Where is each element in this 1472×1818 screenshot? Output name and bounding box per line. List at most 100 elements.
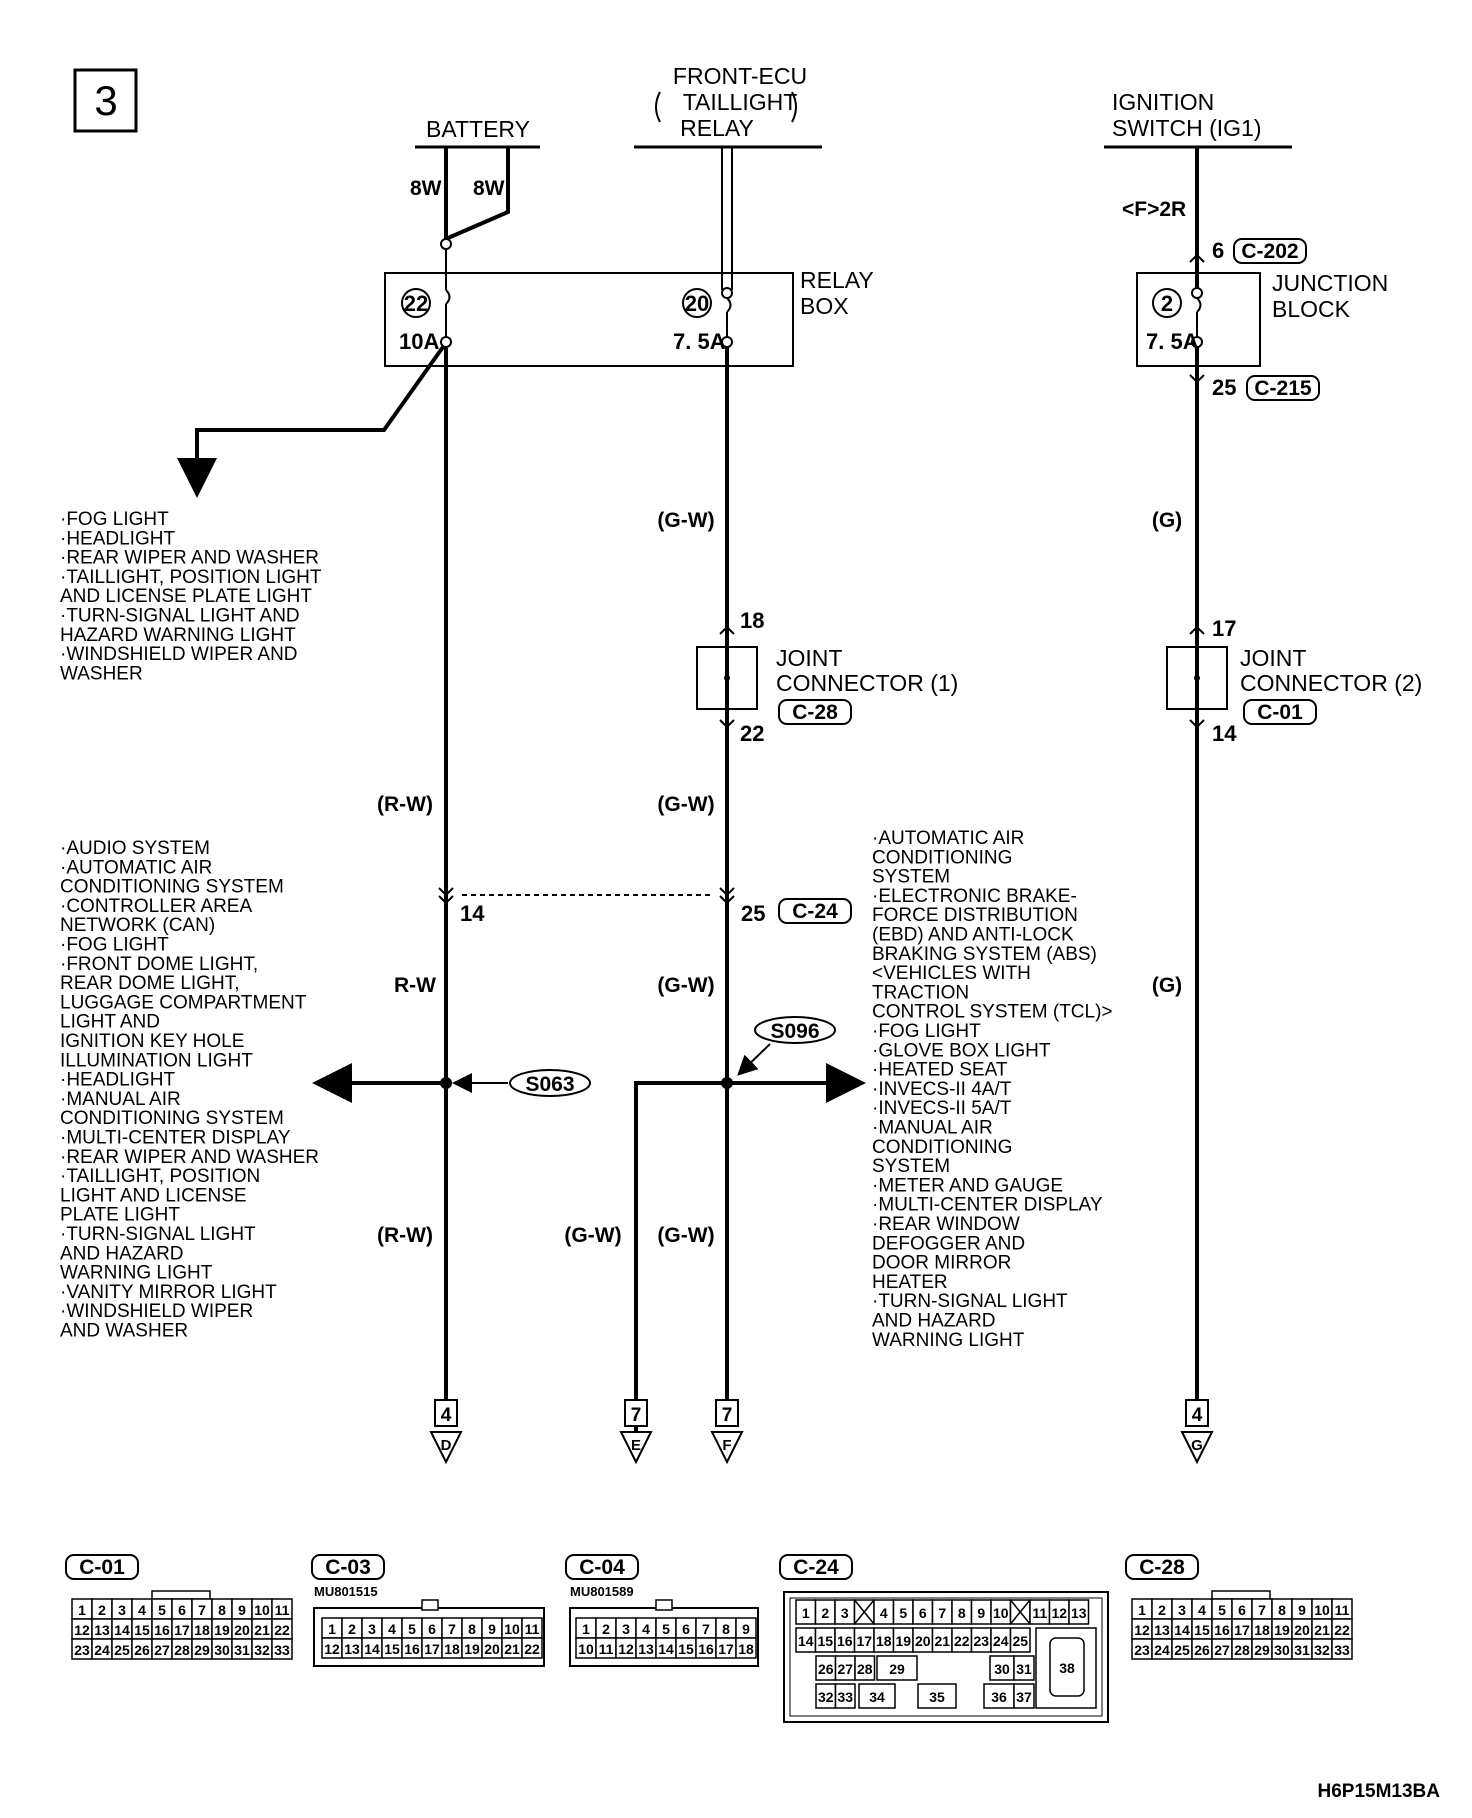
c03-pin: 21 [504,1641,520,1657]
c24-pin: 36 [991,1689,1007,1705]
c28-pin: 22 [1334,1622,1350,1638]
relay-box-title-1: RELAY [800,267,874,293]
c24-pin: 27 [837,1661,853,1677]
left-load-item: ·AUTOMATIC AIR [60,857,212,878]
right-load-item: DEFOGGER AND [872,1233,1025,1254]
c28-pin: 24 [1154,1642,1170,1658]
left-load-item: AND WASHER [60,1321,188,1342]
c28-pin: 11 [1335,1602,1350,1618]
fuse-20: 20 7. 5A [673,147,733,354]
c24-pin: 25 [1012,1633,1028,1649]
c01-pin: 29 [194,1642,210,1658]
left-load-item: ·FOG LIGHT [60,935,169,956]
c04-pin: 14 [658,1641,674,1657]
c24-pin: 15 [817,1633,833,1649]
c01-pin: 6 [178,1602,186,1618]
c28-pin: 29 [1254,1642,1270,1658]
c04-label: C-04 [579,1556,625,1579]
battery-label: BATTERY [426,116,530,142]
right-load-item: <VEHICLES WITH [872,963,1031,984]
right-load-item: SYSTEM [872,867,950,888]
jb-pin-out: 25 [1212,375,1236,400]
left-load-item: WARNING LIGHT [60,1263,213,1284]
fuse-22-rating: 10A [399,329,439,354]
c01-pin: 30 [214,1642,230,1658]
g-code-2: (G) [1152,974,1182,997]
splice-s096: S096 [634,1016,866,1440]
fuse-20-rating: 7. 5A [673,329,726,354]
c04-pin: 11 [599,1641,614,1657]
c03-pin: 3 [368,1621,376,1637]
jc1-title-1: JOINT [776,645,842,671]
right-load-item: CONDITIONING [872,1137,1012,1158]
jc2-pin-out: 14 [1212,721,1237,746]
continuation-e: 7E [619,1399,653,1465]
joint-connector-2: 17 14 JOINT CONNECTOR (2) C-01 [1166,616,1422,746]
c24-pin: 4 [880,1605,888,1621]
c28-pin: 7 [1258,1602,1266,1618]
left-load-item: LIGHT AND LICENSE [60,1185,247,1206]
c24-pin: 7 [938,1605,946,1621]
left-load-item: ·VANITY MIRROR LIGHT [60,1282,277,1303]
c28-pin: 17 [1234,1622,1250,1638]
c04-pin: 1 [582,1621,590,1637]
top-left-load-item: ·REAR WIPER AND WASHER [60,548,319,569]
right-load-item: ·ELECTRONIC BRAKE- [872,886,1077,907]
battery-wire-b [447,147,510,240]
c01-pin: 5 [158,1602,166,1618]
g-code-1: (G) [1152,509,1182,532]
c24-pin: 26 [818,1661,834,1677]
top-left-load-item: ·TAILLIGHT, POSITION LIGHT [60,567,322,588]
right-load-item: ·INVECS-II 5A/T [872,1098,1012,1119]
ignition-source: IGNITION SWITCH (IG1) [1104,89,1292,149]
continuation-g: 4G [1180,1399,1214,1465]
right-load-item: DOOR MIRROR [872,1253,1011,1274]
gw-code-3: (G-W) [657,974,714,997]
c01-pin: 20 [234,1622,250,1638]
right-load-item: AND HAZARD [872,1311,996,1332]
c03-part-number: MU801515 [314,1584,378,1599]
c24-pin: 12 [1051,1605,1067,1621]
right-load-item: ·HEATED SEAT [872,1060,1008,1081]
c01-pin: 23 [74,1642,90,1658]
continuation-number: 7 [631,1405,642,1426]
c03-pin: 22 [524,1641,540,1657]
c04-pin: 12 [618,1641,634,1657]
c01-pin: 9 [238,1602,246,1618]
c03-pin: 11 [525,1621,540,1637]
c03-pin: 10 [504,1621,520,1637]
jc1-pin-in: 18 [740,608,764,633]
c03-pin: 5 [408,1621,416,1637]
fuse-22: 22 10A [399,238,452,354]
jb-conn-in-box [1233,238,1307,264]
c04-pin: 5 [662,1621,670,1637]
c01-pin: 27 [154,1642,170,1658]
c24-pin: 29 [889,1661,905,1677]
jc1-pin-out: 22 [740,721,764,746]
front-ecu-label: FRONT-ECU [673,63,807,89]
jb-feed: <F>2R [1122,198,1186,221]
left-load-item: PLATE LIGHT [60,1205,180,1226]
c04-pin: 4 [642,1621,650,1637]
top-left-load-item: ·FOG LIGHT [60,509,169,530]
ignition-label-2: SWITCH (IG1) [1112,115,1262,141]
top-left-load-item: WASHER [60,663,143,684]
c28-pin: 6 [1238,1602,1246,1618]
c03-pin: 2 [348,1621,356,1637]
c24-pin: 37 [1016,1689,1032,1705]
c04-pin: 6 [682,1621,690,1637]
c24-pin: 11 [1032,1605,1047,1621]
rw-code-3: (R-W) [377,1224,433,1247]
c01-pin: 4 [138,1602,146,1618]
c28-pin: 33 [1334,1642,1350,1658]
continuation-letter: E [631,1437,641,1454]
s096-label: S096 [770,1020,819,1043]
page-number-text: 3 [94,77,117,124]
c01-pin: 32 [254,1642,270,1658]
c28-pin: 16 [1214,1622,1230,1638]
c28-pin: 25 [1174,1642,1190,1658]
s063-label: S063 [525,1073,574,1096]
right-load-item: (EBD) AND ANTI-LOCK [872,925,1074,946]
